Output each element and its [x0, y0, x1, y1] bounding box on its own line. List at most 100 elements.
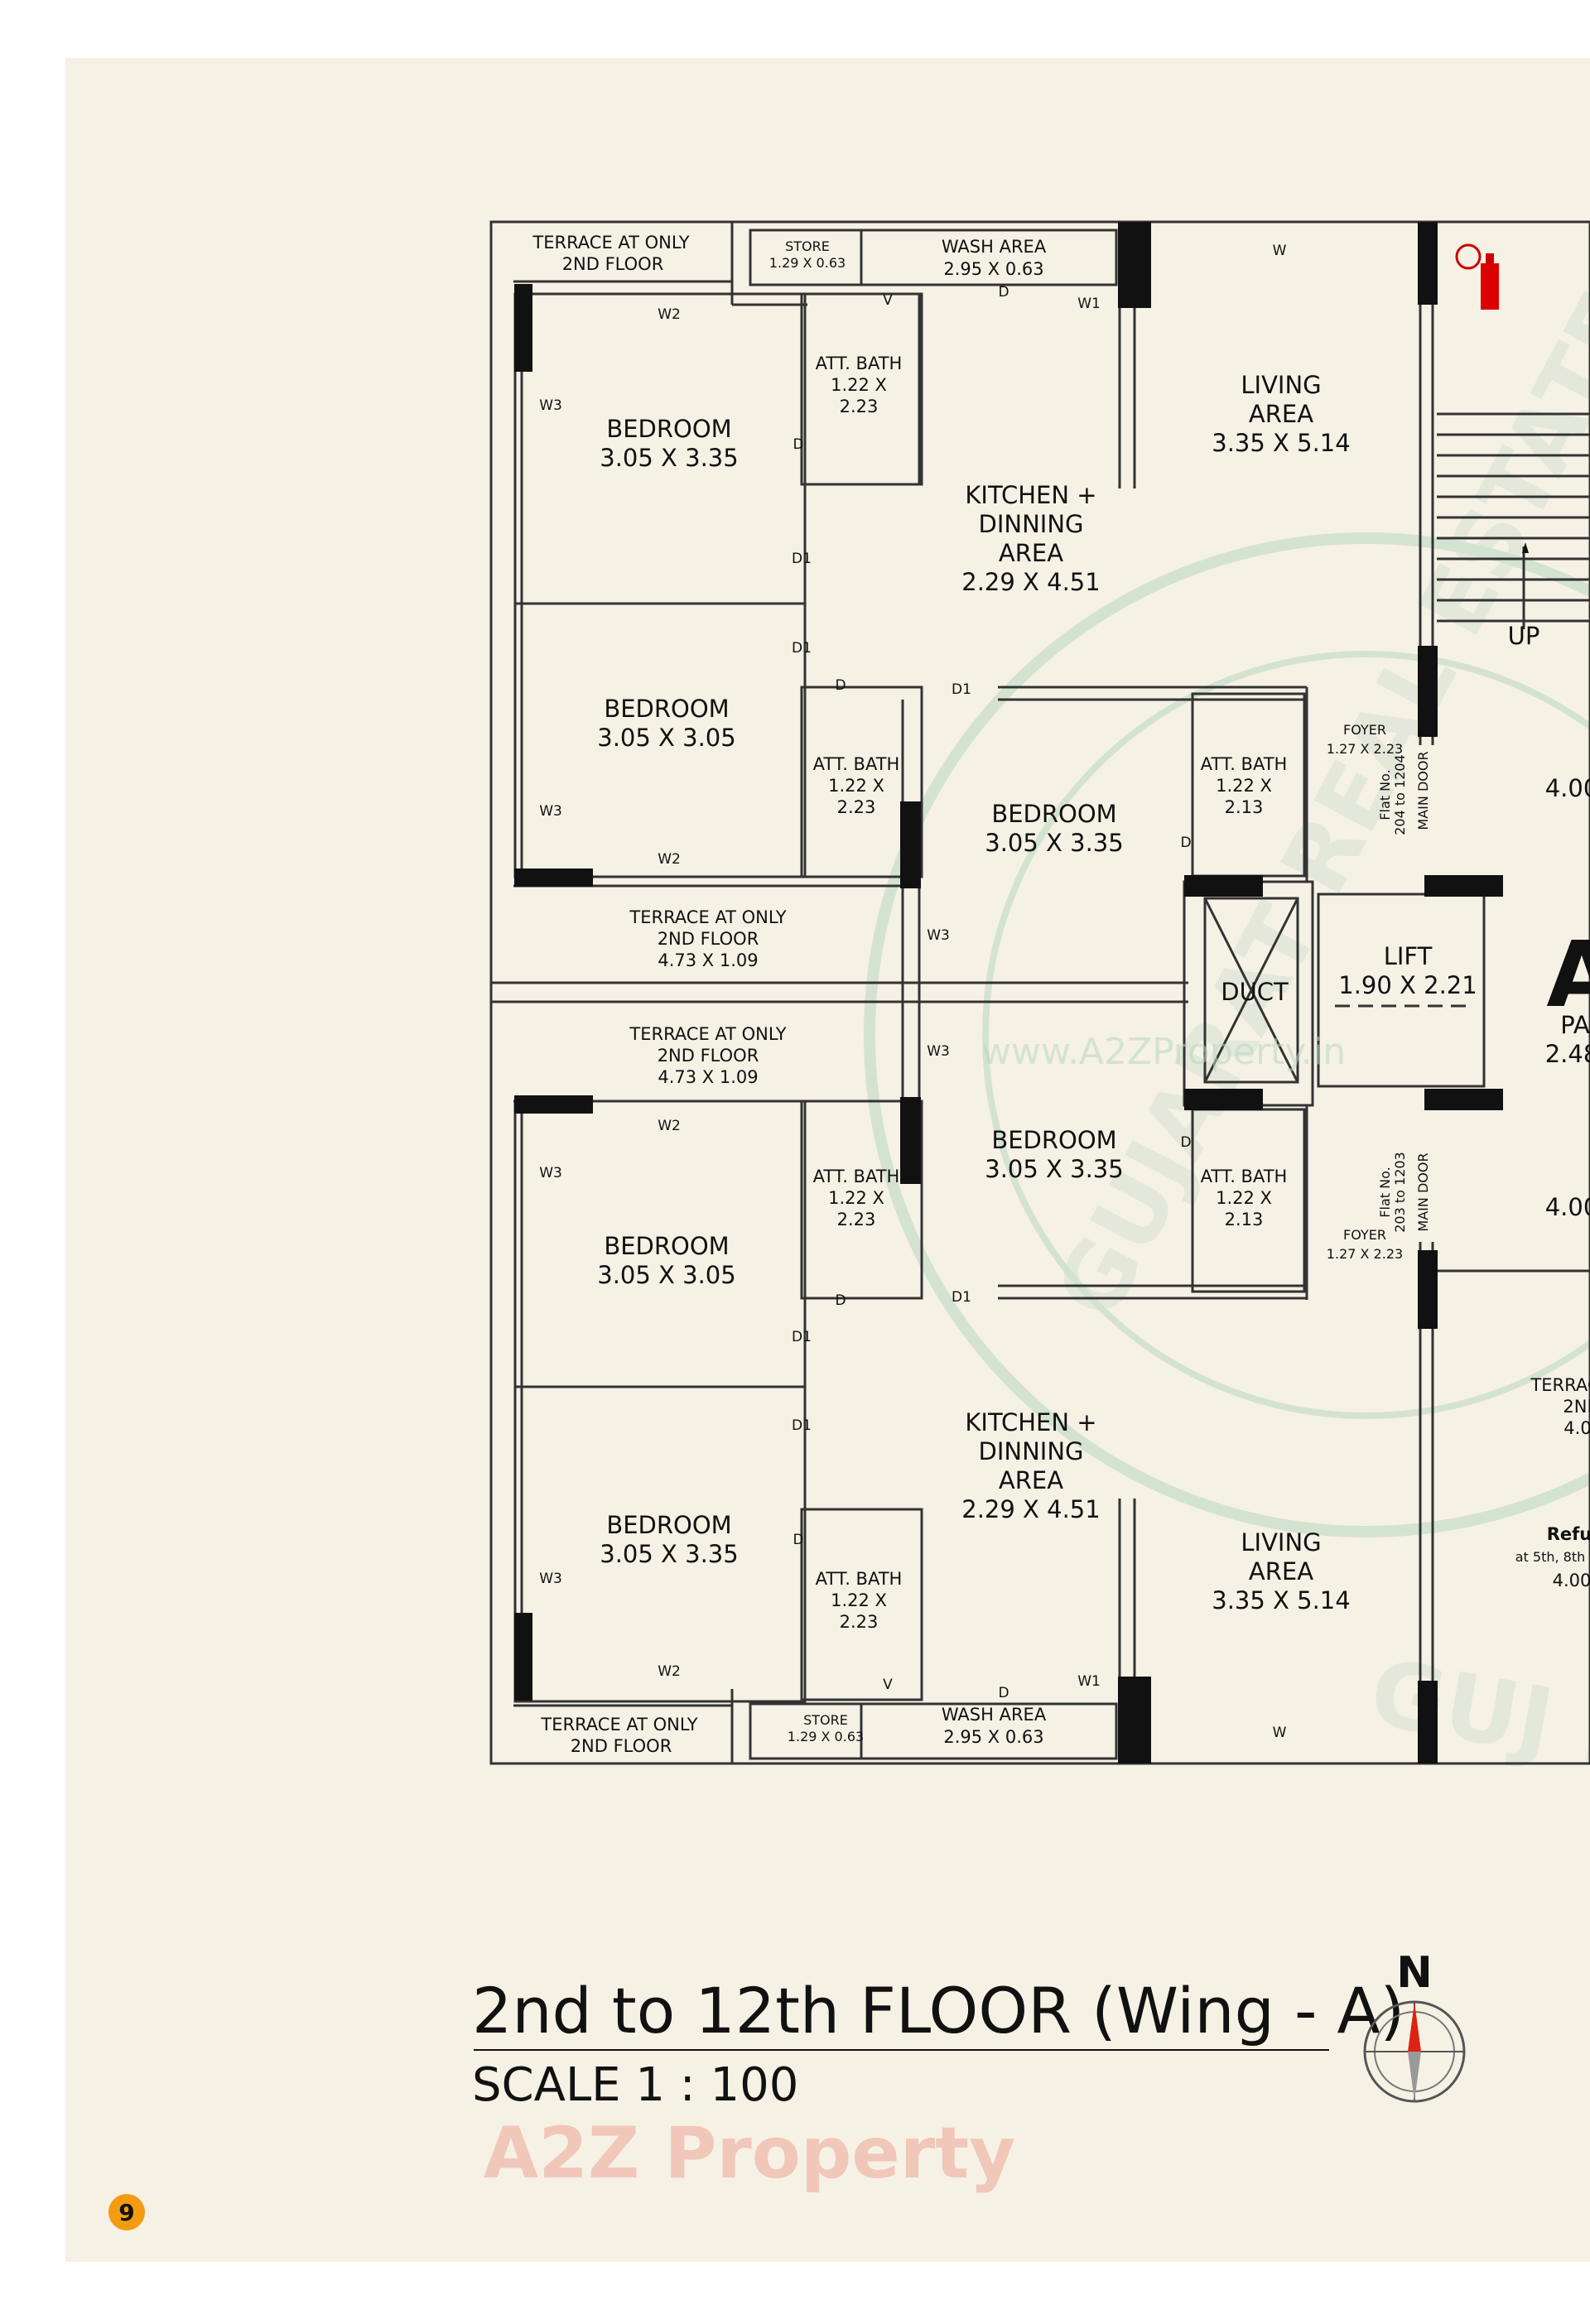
living-label-1: LIVING	[1241, 371, 1321, 399]
b-att-bath-2-label: ATT. BATH	[813, 1167, 900, 1186]
b-att-bath-2-size-b: 2.23	[837, 1210, 876, 1229]
bedroom-2-size: 3.05 X 3.05	[597, 724, 735, 752]
cut-pa: PA	[1560, 1011, 1590, 1039]
mark-d-c: D	[1180, 835, 1191, 851]
page-number: 9	[118, 2199, 134, 2226]
foyer-size: 1.27 X 2.23	[1327, 741, 1403, 757]
b-bedroom-1-size: 3.05 X 3.35	[600, 1540, 738, 1568]
door-window-marks: W W2 W1 V D W3 D D1 D1 D D1 W3 W2 D W3 W…	[539, 243, 1286, 1741]
b-bedroom-1-label: BEDROOM	[606, 1511, 731, 1539]
staircase	[1433, 412, 1590, 1273]
wash-area-label: WASH AREA	[942, 237, 1047, 257]
lift-size: 1.90 X 2.21	[1338, 971, 1477, 999]
att-bath-2-size-b: 2.23	[837, 797, 876, 817]
bedroom-2-label: BEDROOM	[604, 695, 729, 723]
kitchen-label-3: AREA	[999, 539, 1063, 567]
att-bath-2-label: ATT. BATH	[813, 754, 900, 774]
plan-scale: SCALE 1 : 100	[472, 2058, 798, 2112]
kitchen-size: 2.29 X 4.51	[961, 568, 1100, 596]
b-bedroom-2-size: 3.05 X 3.05	[597, 1261, 735, 1289]
b-att-bath-3-size-a: 1.22 X	[1216, 1188, 1272, 1208]
mark-d-b: D	[835, 677, 846, 694]
cut-big-letter: A	[1546, 921, 1590, 1027]
b-terrace-bottom-line2: 2ND FLOOR	[571, 1736, 672, 1756]
b-kitchen-size: 2.29 X 4.51	[961, 1495, 1100, 1523]
mark-d1-a: D1	[792, 551, 812, 567]
north-compass-icon: N	[1363, 1948, 1466, 2103]
att-bath-1-size-b: 2.23	[840, 397, 879, 416]
att-bath-3-label: ATT. BATH	[1201, 754, 1288, 774]
b-kitchen-label-2: DINNING	[979, 1437, 1084, 1465]
terrace-top-line1: TERRACE AT ONLY	[532, 233, 689, 253]
b-terrace-bottom-line1: TERRACE AT ONLY	[540, 1715, 697, 1735]
mark-w3-e: W3	[539, 1165, 562, 1181]
b-att-bath-1-size-b: 2.23	[840, 1612, 879, 1632]
mark-d1-e: D1	[792, 1329, 812, 1345]
b-kitchen-label-1: KITCHEN +	[965, 1408, 1096, 1436]
mark-d-d: D	[1180, 1134, 1191, 1151]
b-foyer-size: 1.27 X 2.23	[1327, 1246, 1403, 1262]
b-foyer-label: FOYER	[1343, 1227, 1386, 1243]
mark-v-top: V	[883, 292, 893, 309]
att-bath-3-size-b: 2.13	[1225, 797, 1264, 817]
brochure-page	[65, 58, 1590, 2262]
b-store-size: 1.29 X 0.63	[788, 1729, 864, 1744]
b-wash-area-size: 2.95 X 0.63	[943, 1727, 1043, 1747]
bedroom-1-label: BEDROOM	[606, 415, 731, 443]
mark-d1-b: D1	[792, 640, 812, 657]
top-flat-labels: TERRACE AT ONLY 2ND FLOOR STORE 1.29 X 0…	[532, 233, 1431, 970]
cut-b: 4.00	[1545, 1193, 1590, 1221]
store-label: STORE	[785, 238, 830, 254]
bedroom-1-size: 3.05 X 3.35	[600, 444, 738, 472]
terrace-mid-line2: 2ND FLOOR	[658, 929, 759, 949]
cut-refu2: at 5th, 8th	[1515, 1549, 1586, 1565]
cut-refu3: 4.00	[1553, 1571, 1590, 1590]
mark-w3-c: W3	[927, 927, 950, 944]
terrace-mid-line1: TERRACE AT ONLY	[629, 907, 786, 927]
att-bath-1-label: ATT. BATH	[816, 354, 903, 373]
fire-extinguisher-icon	[1455, 243, 1499, 310]
b-kitchen-label-3: AREA	[999, 1466, 1063, 1494]
b-wash-area-label: WASH AREA	[942, 1705, 1047, 1725]
mark-w2-d: W2	[658, 1663, 681, 1680]
a2z-logo-watermark: A2Z Property	[484, 2112, 1016, 2195]
b-terrace-mid-line2: 2ND FLOOR	[658, 1046, 759, 1066]
mark-d-e: D	[835, 1292, 846, 1309]
cut-terr3: 4.0	[1564, 1418, 1590, 1438]
store-size: 1.29 X 0.63	[769, 255, 846, 271]
mark-w3-f: W3	[539, 1571, 562, 1587]
cut-pa-val: 2.48	[1545, 1040, 1590, 1068]
b-att-bath-1-size-a: 1.22 X	[831, 1590, 887, 1610]
b-bedroom-3-size: 3.05 X 3.35	[985, 1155, 1123, 1183]
mark-w2-top: W2	[658, 306, 681, 323]
mark-w3-a: W3	[539, 397, 562, 414]
mark-w2-c: W2	[658, 1118, 681, 1134]
title-block: 2nd to 12th FLOOR (Wing - A) SCALE 1 : 1…	[472, 1974, 1404, 2112]
living-label-2: AREA	[1249, 400, 1313, 428]
cut-terr2: 2NI	[1563, 1397, 1590, 1417]
mark-w-b: W	[1273, 1725, 1287, 1741]
b-terrace-mid-size: 4.73 X 1.09	[658, 1067, 758, 1087]
b-main-door-label: MAIN DOOR	[1415, 1152, 1431, 1231]
b-store-label: STORE	[803, 1712, 848, 1728]
mark-w1-b: W1	[1077, 1673, 1101, 1690]
b-bedroom-2-label: BEDROOM	[604, 1232, 729, 1260]
b-living-label-2: AREA	[1249, 1557, 1313, 1585]
b-flat-no-label: Flat No.	[1377, 1167, 1393, 1217]
mark-w3-b: W3	[539, 803, 562, 820]
b-living-size: 3.35 X 5.14	[1212, 1586, 1350, 1614]
att-bath-1-size-a: 1.22 X	[831, 375, 887, 395]
plan-lines	[489, 220, 1590, 1765]
b-flat-no-range: 203 to 1203	[1392, 1152, 1408, 1233]
mark-w2-b: W2	[658, 851, 681, 868]
wash-area-size: 2.95 X 0.63	[943, 259, 1043, 279]
foyer-label: FOYER	[1343, 722, 1386, 738]
att-bath-2-size-a: 1.22 X	[828, 776, 884, 796]
b-att-bath-2-size-a: 1.22 X	[828, 1188, 884, 1208]
att-bath-3-size-a: 1.22 X	[1216, 776, 1272, 796]
lift-label: LIFT	[1384, 942, 1433, 970]
mark-d-f: D	[793, 1532, 803, 1548]
mark-d-a: D	[793, 436, 803, 453]
b-att-bath-1-label: ATT. BATH	[816, 1569, 903, 1589]
duct-label: DUCT	[1221, 978, 1289, 1006]
